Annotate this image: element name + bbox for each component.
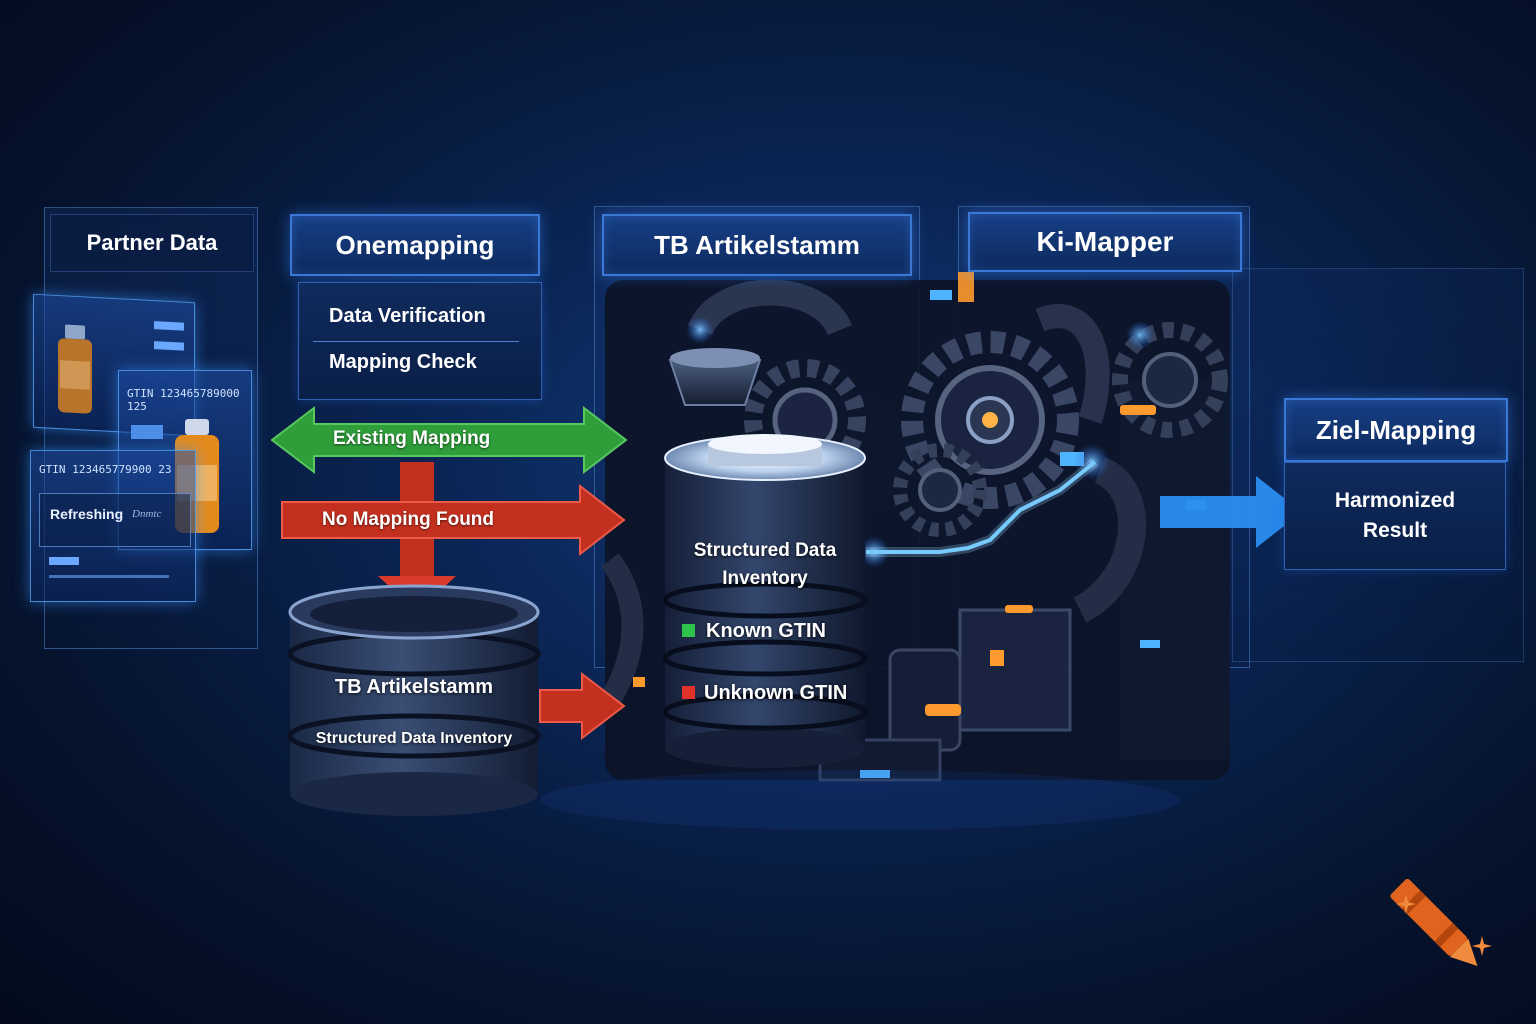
- onemapping-title-text: Onemapping: [335, 229, 495, 260]
- structured-inventory-database: [662, 434, 868, 768]
- existing-mapping-label: Existing Mapping: [333, 428, 491, 449]
- known-gtin-marker: [682, 624, 695, 637]
- ziel-mapping-title-text: Ziel-Mapping: [1315, 414, 1477, 445]
- left-db-subtitle: Structured Data Inventory: [315, 730, 513, 747]
- partner-card-back: [33, 293, 195, 437]
- onemapping-checks: Data Verification Mapping Check: [298, 282, 542, 400]
- medicine-bottle-icon: [58, 324, 92, 414]
- refreshing-label: Refreshing: [50, 506, 124, 522]
- artikelstamm-database: [287, 584, 541, 816]
- ziel-mapping-title: Ziel-Mapping: [1284, 398, 1508, 462]
- sparkle-icon: [1396, 894, 1416, 914]
- card-line: [131, 425, 163, 439]
- harmonized-result-box: Harmonized Result: [1284, 462, 1506, 570]
- gtin-2-text: GTIN 123465779900 23: [39, 463, 172, 476]
- known-gtin-label: Known GTIN: [706, 620, 826, 642]
- db-to-db-arrow: [539, 671, 626, 741]
- no-mapping-arrow: [281, 483, 626, 557]
- existing-mapping-arrow: [270, 405, 628, 475]
- center-db-title-line2: Inventory: [722, 568, 808, 589]
- refreshing-sub: Dnmtc: [132, 508, 162, 520]
- kimapper-title-text: Ki-Mapper: [1036, 226, 1174, 257]
- left-db-title: TB Artikelstamm: [334, 676, 494, 698]
- to-ziel-arrow: [1160, 476, 1302, 548]
- refreshing-box: Refreshing Dnmtc: [39, 493, 191, 547]
- unknown-gtin-label: Unknown GTIN: [704, 682, 848, 704]
- sparkle-icon: [1472, 936, 1492, 956]
- known-gtin-row: Known GTIN: [680, 618, 850, 648]
- mapping-check-label: Mapping Check: [329, 351, 477, 373]
- gear-icon: [1112, 322, 1228, 438]
- no-mapping-label: No Mapping Found: [322, 509, 495, 530]
- partner-card-gtin-2: GTIN 123465779900 23 Refreshing Dnmtc: [30, 450, 196, 602]
- card-line: [49, 557, 79, 565]
- partner-data-title: Partner Data: [50, 214, 254, 272]
- onemapping-title: Onemapping: [290, 214, 540, 276]
- partner-data-title-text: Partner Data: [86, 230, 218, 255]
- artikelstamm-title: TB Artikelstamm: [602, 214, 912, 276]
- crayon-logo-icon: [1390, 878, 1478, 967]
- center-db-title-line1: Structured Data: [693, 540, 837, 561]
- divider: [313, 341, 519, 342]
- data-verification-label: Data Verification: [329, 305, 486, 327]
- harmonized-result-text: Harmonized Result: [1334, 489, 1456, 542]
- unknown-gtin-marker: [682, 686, 695, 699]
- unknown-gtin-row: Unknown GTIN: [680, 680, 850, 710]
- gtin-1-text: GTIN 123465789000 125: [127, 387, 240, 413]
- gear-icon: [901, 331, 1079, 509]
- gear-icon: [893, 443, 987, 537]
- card-line: [49, 575, 169, 578]
- artikelstamm-title-text: TB Artikelstamm: [654, 229, 860, 260]
- kimapper-title: Ki-Mapper: [968, 212, 1242, 272]
